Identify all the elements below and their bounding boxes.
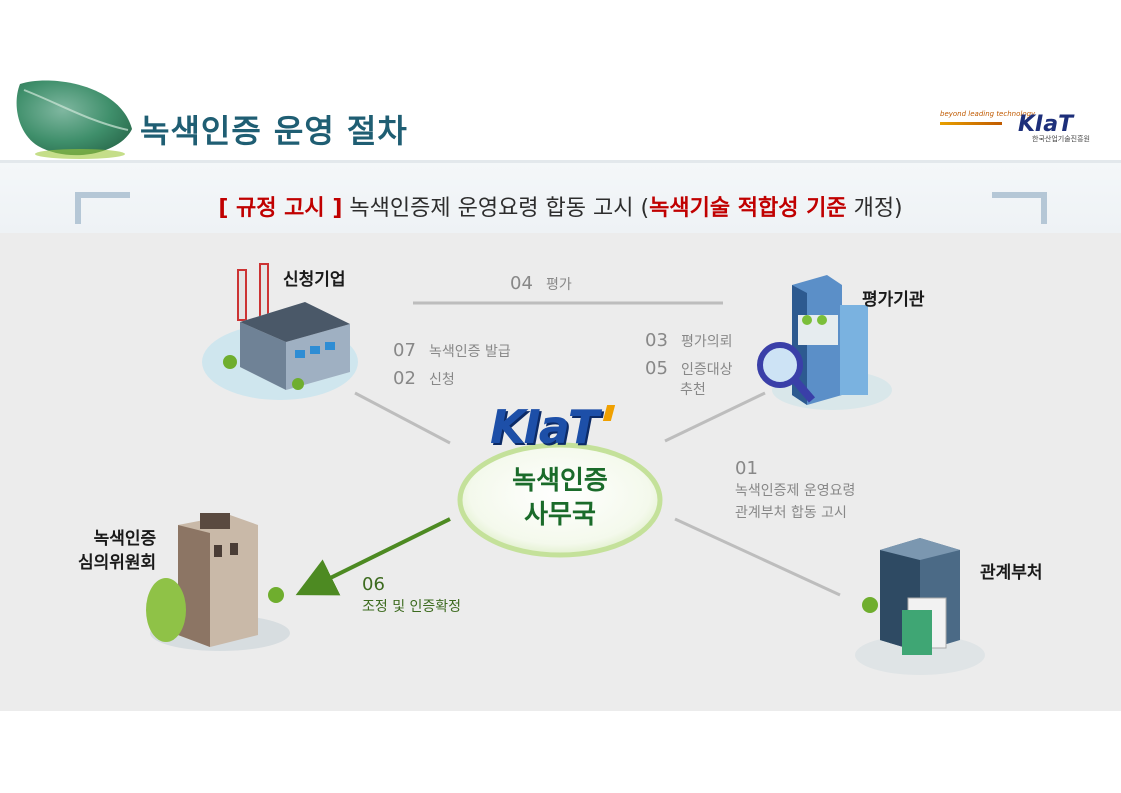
node-applicant: 신청기업 (283, 270, 346, 290)
notice-highlight: 녹색기술 적합성 기준 (649, 196, 847, 221)
center-label: 녹색인증 사무국 (490, 464, 630, 532)
node-committee: 녹색인증 심의위원회 (78, 527, 156, 575)
step-05-num: 05 (645, 358, 668, 379)
notice-line: [ 규정 고시 ] 녹색인증제 운영요령 합동 고시 (녹색기술 적합성 기준 … (0, 190, 1121, 222)
building-magnifier-icon (757, 275, 892, 410)
step-04: 04 평가 (510, 273, 572, 294)
step-03-num: 03 (645, 330, 668, 351)
arrow-06 (295, 517, 451, 596)
step-05-text2: 추천 (680, 382, 706, 398)
notice-label: [ 규정 고시 ] (218, 196, 343, 221)
header-divider (0, 160, 1121, 163)
step-03-text: 평가의뢰 (681, 334, 733, 350)
factory-icon (202, 263, 358, 400)
step-06-num: 06 (362, 574, 385, 595)
line-applicant-center (354, 391, 451, 445)
kiat-logo: beyond leading technology KIaT 한국산업기술진흥원 (940, 108, 1090, 143)
center-line1: 녹색인증 (512, 466, 608, 496)
notice-main: 녹색인증제 운영요령 합동 고시 (349, 196, 634, 221)
step-06-text: 조정 및 인증확정 (362, 599, 462, 615)
notice-tail: 개정) (853, 196, 903, 221)
committee-building-icon (146, 513, 290, 651)
notice-band (0, 163, 1121, 233)
left-bracket-vertical (75, 192, 81, 224)
right-bracket-vertical (1041, 192, 1047, 224)
logo-tagline: beyond leading technology (940, 110, 1036, 118)
center-kiat-logo: KIaT (490, 400, 599, 454)
step-01-num: 01 (735, 458, 758, 479)
step-07-num: 07 (393, 340, 416, 361)
center-line2: 사무국 (524, 500, 596, 530)
node-evaluator: 평가기관 (862, 290, 925, 310)
committee-line2: 심의위원회 (78, 553, 157, 573)
step-02: 02 신청 (393, 368, 455, 389)
line-ministry-center (674, 517, 841, 597)
logo-org: 한국산업기술진흥원 (1032, 135, 1090, 143)
step-03: 03 평가의뢰 (645, 330, 733, 351)
center-ellipse (457, 442, 663, 558)
step-01-text1: 녹색인증제 운영요령 (735, 483, 856, 499)
line-evaluator-center (664, 391, 766, 443)
logo-brand: KIaT (1018, 112, 1074, 137)
logo-swoosh (940, 122, 1002, 125)
step-04-num: 04 (510, 273, 533, 294)
right-bracket (992, 192, 1047, 198)
step-07: 07 녹색인증 발급 (393, 340, 511, 361)
page-title: 녹색인증 운영 절차 (140, 112, 408, 150)
leaf-icon (16, 80, 133, 159)
step-05-text1: 인증대상 (681, 362, 733, 378)
node-ministries: 관계부처 (980, 563, 1043, 583)
step-01: 01 녹색인증제 운영요령 관계부처 합동 고시 (735, 458, 855, 524)
header-band (0, 0, 1121, 165)
step-01-text2: 관계부처 합동 고시 (735, 505, 847, 521)
step-07-text: 녹색인증 발급 (429, 344, 511, 360)
connector-lines (295, 301, 841, 597)
notice-paren-open: ( (640, 196, 650, 221)
ministry-building-icon (855, 538, 985, 675)
committee-line1: 녹색인증 (93, 529, 157, 549)
step-06: 06 조정 및 인증확정 (362, 574, 461, 618)
step-05: 05 인증대상 추천 (645, 358, 733, 399)
left-bracket (75, 192, 130, 198)
step-02-num: 02 (393, 368, 416, 389)
step-02-text: 신청 (429, 372, 455, 388)
step-04-text: 평가 (546, 277, 572, 293)
